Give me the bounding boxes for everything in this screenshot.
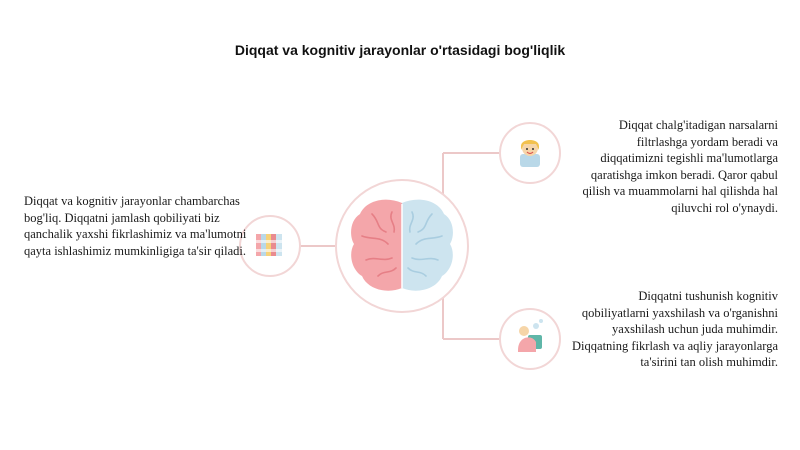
bottom-right-description: Diqqatni tushunish kognitiv qobiliyatlar… (572, 289, 778, 369)
thinking-person-icon (499, 308, 561, 370)
left-description: Diqqat va kognitiv jarayonlar chambarcha… (24, 194, 247, 258)
top-right-description: Diqqat chalg'itadigan narsalarni filtrla… (582, 118, 778, 215)
diagram-title: Diqqat va kognitiv jarayonlar o'rtasidag… (234, 42, 566, 58)
person-icon (499, 122, 561, 184)
brain-icon (335, 179, 469, 313)
books-icon (239, 215, 301, 277)
